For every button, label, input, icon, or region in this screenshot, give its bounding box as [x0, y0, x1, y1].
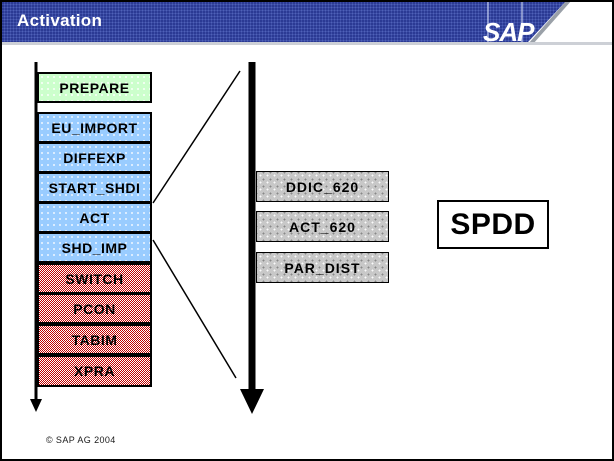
- page-title: Activation: [17, 11, 103, 30]
- phase-box-start-shdi: START_SHDI: [37, 172, 152, 203]
- phase-box-eu-import: EU_IMPORT: [37, 112, 152, 143]
- substep-box-par-dist: PAR_DIST: [256, 252, 389, 283]
- phase-box-prepare: PREPARE: [37, 72, 152, 103]
- header-divider-line: [521, 0, 523, 42]
- act-expanded-arrowhead: [240, 389, 264, 414]
- copyright-text: © SAP AG 2004: [46, 435, 116, 445]
- phase-box-switch: SWITCH: [37, 263, 152, 294]
- header-bottom-shadow: [0, 42, 614, 45]
- substep-box-ddic-620: DDIC_620: [256, 171, 389, 202]
- spdd-transaction-box: SPDD: [437, 200, 549, 249]
- phase-box-xpra: XPRA: [37, 355, 152, 387]
- phase-box-pcon: PCON: [37, 293, 152, 324]
- slide-header: Activation SAP: [0, 0, 614, 45]
- phase-box-tabim: TABIM: [37, 324, 152, 355]
- phase-box-diffexp: DIFFEXP: [37, 142, 152, 173]
- expansion-line-top: [152, 70, 241, 204]
- phase-box-act: ACT: [37, 202, 152, 233]
- header-band: [0, 0, 567, 42]
- sap-logo: SAP: [483, 17, 534, 47]
- expansion-line-bottom: [152, 239, 237, 379]
- phase-box-shd-imp: SHD_IMP: [37, 232, 152, 263]
- phase-timeline-arrowhead: [30, 399, 42, 412]
- header-divider-line: [487, 0, 489, 42]
- substep-box-act-620: ACT_620: [256, 211, 389, 242]
